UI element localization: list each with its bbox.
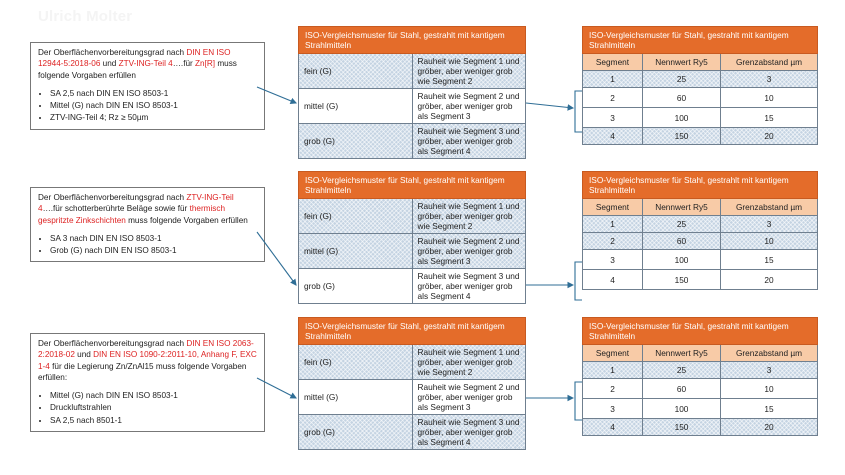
req-list-item: SA 3 nach DIN EN ISO 8503-1 xyxy=(50,233,257,244)
segment-cell: 4 xyxy=(582,127,643,145)
grade-label-fein: fein (G) xyxy=(298,53,413,89)
grenz-cell: 10 xyxy=(720,378,818,399)
req-standard-ref: DIN EN ISO 1090-2:2011-10, Anhang F, EXC… xyxy=(38,350,257,371)
grade-label-fein: fein (G) xyxy=(298,344,413,380)
req-list: Mittel (G) nach DIN EN ISO 8503-1 Druckl… xyxy=(38,390,257,426)
requirement-box-1: Der Oberflächenvorbereitungsgrad nach DI… xyxy=(30,42,265,130)
segment-table-title: ISO-Vergleichsmuster für Stahl, gestrahl… xyxy=(582,317,818,345)
segment-cell: 4 xyxy=(582,269,643,290)
grade-description: Rauheit wie Segment 1 und gröber, aber w… xyxy=(411,344,526,380)
arrow-req-to-iso-2 xyxy=(256,231,297,286)
col-header-segment: Segment xyxy=(582,53,643,71)
req-text: muss folgende Vorgaben erfüllen xyxy=(125,215,248,225)
grenz-cell: 15 xyxy=(720,398,818,419)
grade-label-fein: fein (G) xyxy=(298,198,413,234)
grenz-cell: 20 xyxy=(720,418,818,436)
grade-description: Rauheit wie Segment 1 und gröber, aber w… xyxy=(411,53,526,89)
req-standard-ref: DIN EN ISO 2063-2:2018-02 xyxy=(38,339,254,360)
grade-label-grob: grob (G) xyxy=(298,123,413,159)
req-text: für die Legierung Zn/ZnAl15 muss folgend… xyxy=(38,361,247,382)
req-list-item: ZTV-ING-Teil 4; Rz ≥ 50µm xyxy=(50,112,257,123)
segment-table-1: ISO-Vergleichsmuster für Stahl, gestrahl… xyxy=(582,26,818,145)
bracket-segments-2 xyxy=(574,261,582,301)
grade-description: Rauheit wie Segment 2 und gröber, aber w… xyxy=(411,379,526,415)
segment-table-2: ISO-Vergleichsmuster für Stahl, gestrahl… xyxy=(582,171,818,290)
req-standard-ref: ZTV-ING-Teil 4 xyxy=(118,59,173,69)
req-text: Der Oberflächenvorbereitungsgrad nach xyxy=(38,193,187,202)
req-text: muss folgende Vorgaben erfüllen xyxy=(38,59,237,80)
grenz-cell: 20 xyxy=(720,269,818,290)
req-text: ….für xyxy=(172,59,196,69)
col-header-ry5: Nennwert Ry5 xyxy=(642,198,721,216)
grade-label-mittel: mittel (G) xyxy=(298,88,413,124)
grenz-cell: 15 xyxy=(720,249,818,270)
segment-table-title: ISO-Vergleichsmuster für Stahl, gestrahl… xyxy=(582,171,818,199)
bracket-segments-1 xyxy=(574,90,582,133)
ry5-cell: 60 xyxy=(642,232,721,250)
author-name: Ulrich Molter xyxy=(38,8,133,25)
requirement-box-2: Der Oberflächenvorbereitungsgrad nach ZT… xyxy=(30,187,265,263)
ry5-cell: 150 xyxy=(642,269,721,290)
segment-cell: 3 xyxy=(582,398,643,419)
req-text: und xyxy=(100,59,119,69)
arrow-req-to-iso-1 xyxy=(256,86,298,104)
grade-label-grob: grob (G) xyxy=(298,268,413,304)
req-list: SA 2,5 nach DIN EN ISO 8503-1 Mittel (G)… xyxy=(38,88,257,124)
grenz-cell: 10 xyxy=(720,87,818,108)
grade-label-mittel: mittel (G) xyxy=(298,379,413,415)
req-list-item: SA 2,5 nach DIN EN ISO 8503-1 xyxy=(50,88,257,99)
segment-cell: 3 xyxy=(582,249,643,270)
iso-comparison-table-1: ISO-Vergleichsmuster für Stahl, gestrahl… xyxy=(298,26,526,159)
req-list-item: SA 2,5 nach 8501-1 xyxy=(50,415,257,426)
grenz-cell: 3 xyxy=(720,70,818,88)
ry5-cell: 25 xyxy=(642,361,721,379)
segment-cell: 1 xyxy=(582,70,643,88)
segment-table-3: ISO-Vergleichsmuster für Stahl, gestrahl… xyxy=(582,317,818,436)
req-list-item: Mittel (G) nach DIN EN ISO 8503-1 xyxy=(50,100,257,111)
req-list-item: Grob (G) nach DIN EN ISO 8503-1 xyxy=(50,245,257,256)
segment-cell: 2 xyxy=(582,232,643,250)
col-header-segment: Segment xyxy=(582,198,643,216)
req-standard-ref: ZTV-ING-Teil 4 xyxy=(38,193,234,214)
col-header-grenz: Grenzabstand µm xyxy=(720,53,818,71)
req-text: und xyxy=(74,350,94,360)
segment-table-title: ISO-Vergleichsmuster für Stahl, gestrahl… xyxy=(582,26,818,54)
iso-comparison-table-2: ISO-Vergleichsmuster für Stahl, gestrahl… xyxy=(298,171,526,304)
bracket-segments-3 xyxy=(574,381,582,421)
iso-comparison-table-3: ISO-Vergleichsmuster für Stahl, gestrahl… xyxy=(298,317,526,450)
grenz-cell: 3 xyxy=(720,215,818,233)
grade-label-grob: grob (G) xyxy=(298,414,413,450)
segment-cell: 1 xyxy=(582,361,643,379)
ry5-cell: 100 xyxy=(642,249,721,270)
requirement-box-3: Der Oberflächenvorbereitungsgrad nach DI… xyxy=(30,333,265,433)
arrow-req-to-iso-3 xyxy=(256,377,297,399)
req-list-item: Mittel (G) nach DIN EN ISO 8503-1 xyxy=(50,390,257,401)
grade-label-mittel: mittel (G) xyxy=(298,233,413,269)
segment-cell: 4 xyxy=(582,418,643,436)
req-standard-ref: Zn[R] xyxy=(195,59,216,69)
grade-description: Rauheit wie Segment 3 und gröber, aber w… xyxy=(411,414,526,450)
req-standard-ref: DIN EN ISO 12944-5:2018-06 xyxy=(38,48,231,69)
grade-description: Rauheit wie Segment 3 und gröber, aber w… xyxy=(411,268,526,304)
grade-description: Rauheit wie Segment 2 und gröber, aber w… xyxy=(411,88,526,124)
req-text: ….für schotterberührte Beläge sowie für xyxy=(42,204,190,214)
req-text: Der Oberflächenvorbereitungsgrad nach xyxy=(38,48,187,57)
col-header-grenz: Grenzabstand µm xyxy=(720,198,818,216)
req-text: Der Oberflächenvorbereitungsgrad nach xyxy=(38,339,187,348)
ry5-cell: 150 xyxy=(642,418,721,436)
grade-description: Rauheit wie Segment 3 und gröber, aber w… xyxy=(411,123,526,159)
arrow-iso-to-segment-1 xyxy=(525,102,575,111)
req-list-item: Druckluftstrahlen xyxy=(50,402,257,413)
col-header-grenz: Grenzabstand µm xyxy=(720,344,818,362)
grenz-cell: 20 xyxy=(720,127,818,145)
req-list: SA 3 nach DIN EN ISO 8503-1 Grob (G) nac… xyxy=(38,233,257,257)
grade-description: Rauheit wie Segment 1 und gröber, aber w… xyxy=(411,198,526,234)
req-standard-ref: thermisch gespritzte Zinkschichten xyxy=(38,204,226,225)
